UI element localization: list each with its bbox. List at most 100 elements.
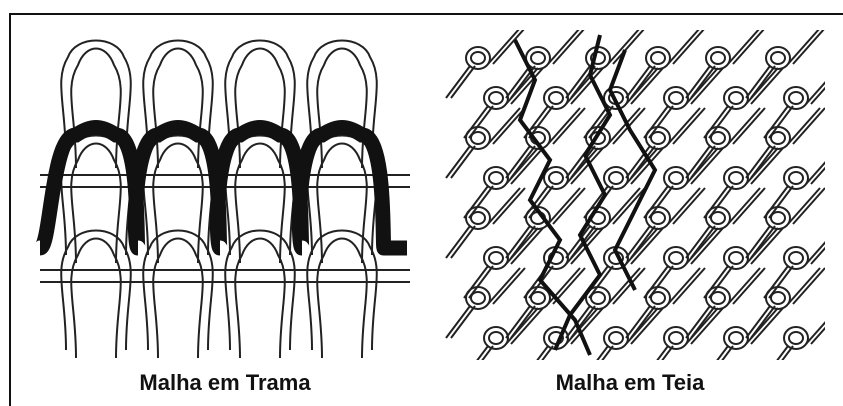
warp-loop: [729, 332, 743, 344]
weft-knit-diagram: [35, 30, 415, 360]
warp-strand: [686, 228, 718, 264]
caption-weft-knit: Malha em Trama: [65, 370, 385, 396]
warp-loop: [484, 87, 508, 109]
warp-strand: [488, 268, 520, 304]
weft-loop-strand: [153, 144, 203, 264]
warp-strand: [451, 306, 475, 338]
warp-strand: [668, 188, 700, 224]
warp-strand: [446, 146, 470, 178]
warp-loop: [669, 332, 683, 344]
warp-strand: [626, 308, 658, 344]
warp-strand: [493, 188, 525, 224]
warp-strand: [506, 148, 538, 184]
warp-strand: [788, 30, 820, 64]
warp-loop: [471, 212, 485, 224]
warp-loop: [591, 292, 605, 304]
warp-strand: [608, 30, 640, 64]
weft-loop-strand: [71, 49, 121, 169]
warp-strand: [728, 188, 760, 224]
caption-warp-knit: Malha em Teia: [470, 370, 790, 396]
warp-loop: [484, 167, 508, 189]
weft-loop-strand: [235, 49, 285, 169]
warp-loop: [549, 92, 563, 104]
warp-strand: [613, 30, 645, 64]
warp-loop: [651, 132, 665, 144]
weft-loop-strand: [235, 239, 285, 359]
warp-strand: [446, 226, 470, 258]
warp-strand: [493, 268, 525, 304]
warp-loop: [466, 47, 490, 69]
warp-loop: [651, 52, 665, 64]
warp-strand: [668, 30, 700, 64]
warp-strand: [566, 68, 598, 104]
warp-loop: [789, 92, 803, 104]
warp-loop: [789, 172, 803, 184]
warp-loop: [771, 212, 785, 224]
warp-strand: [626, 68, 658, 104]
warp-strand: [506, 228, 538, 264]
warp-strand: [673, 188, 705, 224]
warp-strand: [446, 66, 470, 98]
warp-strand: [793, 108, 825, 144]
warp-loop: [711, 292, 725, 304]
warp-loop: [609, 332, 623, 344]
weft-loop-strand: [71, 239, 121, 359]
warp-strand: [788, 268, 820, 304]
warp-knit-diagram: [440, 30, 825, 360]
warp-loop: [711, 212, 725, 224]
warp-strand: [793, 268, 825, 304]
warp-loop: [549, 172, 563, 184]
warp-strand: [613, 268, 645, 304]
weft-loop-strand: [153, 239, 203, 359]
warp-strand: [788, 188, 820, 224]
warp-strand: [548, 268, 580, 304]
warp-strand: [451, 66, 475, 98]
warp-loop: [489, 92, 503, 104]
warp-loop: [489, 172, 503, 184]
warp-strand: [548, 108, 580, 144]
warp-strand: [548, 188, 580, 224]
warp-strand: [553, 30, 585, 64]
warp-loop: [771, 132, 785, 144]
warp-loop: [489, 252, 503, 264]
warp-strand: [446, 306, 470, 338]
warp-loop: [771, 292, 785, 304]
warp-strand: [566, 148, 598, 184]
warp-strand: [553, 108, 585, 144]
warp-strand: [746, 68, 778, 104]
warp-loop: [651, 212, 665, 224]
warp-strand: [553, 188, 585, 224]
warp-strand: [793, 188, 825, 224]
warp-loop: [789, 332, 803, 344]
warp-strand: [788, 108, 820, 144]
warp-loop-grid: [446, 30, 825, 360]
warp-loop: [729, 172, 743, 184]
warp-strand: [488, 30, 520, 64]
warp-strand: [626, 228, 658, 264]
warp-strand: [733, 30, 765, 64]
warp-loop: [711, 132, 725, 144]
warp-strand: [728, 30, 760, 64]
warp-strand: [728, 268, 760, 304]
warp-loop: [669, 172, 683, 184]
warp-loop: [531, 292, 545, 304]
warp-strand: [746, 228, 778, 264]
warp-loop: [531, 52, 545, 64]
warp-strand: [686, 148, 718, 184]
warp-strand: [673, 30, 705, 64]
warp-loop: [729, 252, 743, 264]
warp-loop: [471, 52, 485, 64]
warp-strand: [733, 188, 765, 224]
warp-strand: [493, 108, 525, 144]
weft-loop-strand: [235, 144, 285, 264]
warp-strand: [746, 308, 778, 344]
warp-loop: [789, 252, 803, 264]
weft-loop-strand: [317, 49, 367, 169]
warp-loop: [471, 132, 485, 144]
warp-strand: [686, 68, 718, 104]
warp-loop: [651, 292, 665, 304]
weft-loop-strand: [317, 239, 367, 359]
warp-strand: [686, 308, 718, 344]
warp-strand: [673, 108, 705, 144]
warp-strand: [488, 188, 520, 224]
